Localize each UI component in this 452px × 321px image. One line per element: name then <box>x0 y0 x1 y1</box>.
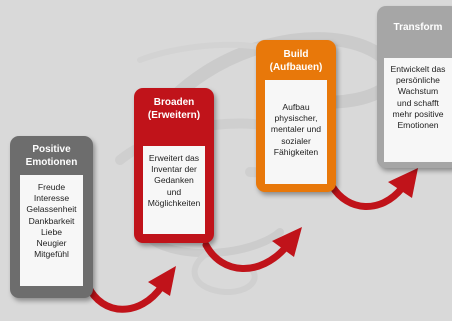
title-line: (Aufbauen) <box>269 61 323 73</box>
description-line: Aufbau <box>282 102 310 112</box>
title-line: Build <box>283 49 309 60</box>
title-line: Positive <box>32 144 71 155</box>
title-line: Transform <box>393 22 443 33</box>
description-line: Erweitert das <box>148 153 200 163</box>
description-line: Liebe <box>40 226 63 237</box>
arrow-2-to-3 <box>202 227 302 272</box>
description-line: Fähigkeiten <box>273 146 319 157</box>
description-line: und schafft <box>397 97 439 108</box>
description-line: Emotionen <box>397 120 439 131</box>
description-line: physischer, <box>274 113 318 124</box>
description-line: Wachstum <box>397 86 439 97</box>
description-line: Neugier <box>36 238 67 249</box>
arrow-3-to-4 <box>328 168 418 210</box>
stage-description: Aufbau physischer, mentaler und sozialer… <box>265 80 327 184</box>
description-line: sozialer <box>281 135 311 146</box>
stage-title: Broaden (Erweitern) <box>134 97 214 122</box>
description-line: Inventar der <box>151 164 197 175</box>
title-line: Broaden <box>153 97 195 108</box>
stage-card-positive-emotionen: Positive Emotionen Freude Interesse Gela… <box>10 136 93 298</box>
spiral-arc-top <box>143 32 400 132</box>
description-line: Freude <box>37 182 66 192</box>
spiral-arc-bottom <box>191 252 258 296</box>
stage-card-transform: Transform Entwickelt das persönliche Wac… <box>377 6 452 168</box>
description-line: mehr positive <box>392 108 444 119</box>
stage-card-broaden: Broaden (Erweitern) Erweitert das Invent… <box>134 88 214 243</box>
description-line: Entwickelt das <box>390 64 446 74</box>
description-line: persönliche <box>396 75 440 86</box>
stage-title: Build (Aufbauen) <box>256 49 336 74</box>
stage-description: Freude Interesse Gelassenheit Dankbarkei… <box>20 175 83 286</box>
description-line: Möglichkeiten <box>147 197 201 208</box>
stage-card-build: Build (Aufbauen) Aufbau physischer, ment… <box>256 40 336 192</box>
description-line: Gelassenheit <box>26 204 77 215</box>
stage-title: Positive Emotionen <box>10 144 93 169</box>
stage-description: Entwickelt das persönliche Wachstum und … <box>384 58 452 162</box>
title-line: (Erweitern) <box>147 109 201 121</box>
title-line: Emotionen <box>25 156 78 168</box>
description-line: Interesse <box>33 193 70 204</box>
stage-description: Erweitert das Inventar der Gedanken und … <box>143 146 205 234</box>
description-line: und <box>166 186 182 197</box>
description-line: Gedanken <box>154 175 194 186</box>
stage-title: Transform <box>377 22 452 35</box>
description-line: Mitgefühl <box>34 249 69 260</box>
description-line: mentaler und <box>270 124 322 135</box>
description-line: Dankbarkeit <box>28 215 75 226</box>
arrow-1-to-2 <box>84 266 176 313</box>
